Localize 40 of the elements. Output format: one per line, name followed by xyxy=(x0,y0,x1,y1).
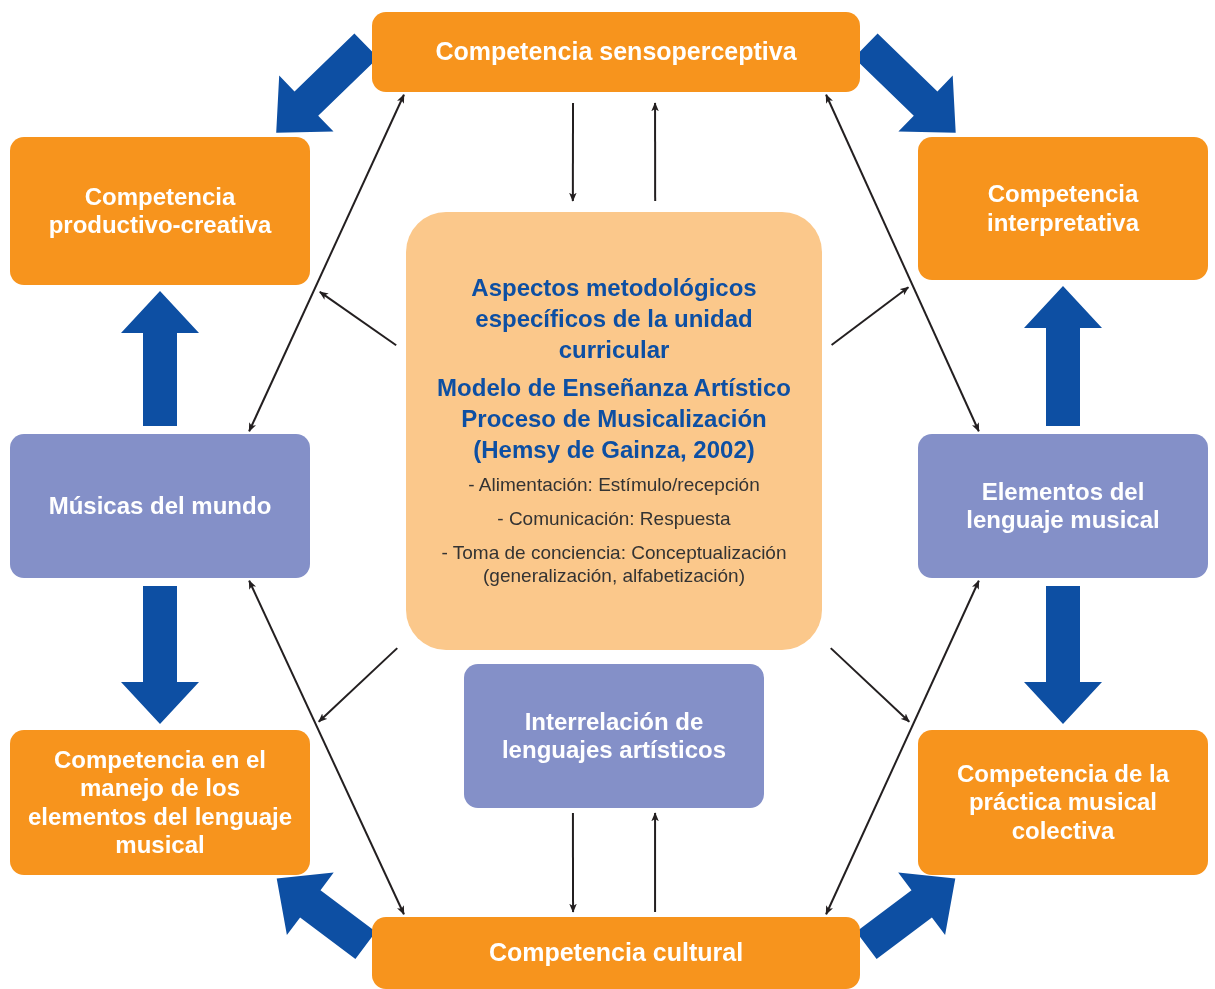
arrow xyxy=(569,102,577,202)
block-arrow xyxy=(121,586,199,724)
panel-text: - Toma de conciencia: Conceptualización (generalización, alfabetización) xyxy=(440,540,788,589)
competence-box xyxy=(464,664,764,808)
competence-box xyxy=(10,730,310,875)
arrow xyxy=(825,93,980,433)
arrow xyxy=(825,579,980,916)
arrow xyxy=(317,647,399,723)
box-label: Elementos del lenguaje musical xyxy=(965,477,1161,535)
arrow xyxy=(248,93,405,433)
block-arrow xyxy=(1024,286,1102,426)
competence-box xyxy=(372,12,860,92)
box-label: Competencia productivo-creativa xyxy=(47,182,273,240)
arrow xyxy=(569,812,577,913)
arrow xyxy=(830,286,910,346)
info-panel xyxy=(406,212,822,650)
box-label: Interrelación de lenguajes artísticos xyxy=(500,707,728,765)
panel-heading: Modelo de Enseñanza Artístico Proceso de Musicalización (Hemsy de Gainza, 2002) xyxy=(436,372,792,465)
competence-box xyxy=(918,730,1208,875)
arrow xyxy=(248,579,405,916)
box-label: Competencia interpretativa xyxy=(985,180,1141,237)
competence-box xyxy=(10,434,310,578)
block-arrow xyxy=(1024,586,1102,724)
competence-box xyxy=(918,137,1208,280)
box-label: Competencia cultural xyxy=(488,938,744,968)
box-label: Competencia en el manejo de los elementos del lenguaje musical xyxy=(26,745,294,860)
box-label: Competencia de la práctica musical colectiva xyxy=(955,760,1171,845)
box-label: Competencia sensoperceptiva xyxy=(435,37,797,67)
competence-box xyxy=(372,917,860,989)
arrow xyxy=(318,290,398,347)
arrow xyxy=(651,812,659,913)
competence-box xyxy=(10,137,310,285)
block-arrow xyxy=(121,291,199,426)
panel-text: - Alimentación: Estímulo/recepción xyxy=(468,473,760,497)
arrow xyxy=(829,647,911,723)
competence-box xyxy=(918,434,1208,578)
panel-heading: Aspectos metodológicos específicos de la unidad curricular xyxy=(470,272,758,366)
panel-text: - Comunicación: Respuesta xyxy=(497,506,731,531)
box-label: Músicas del mundo xyxy=(48,491,272,521)
arrow xyxy=(651,102,659,202)
